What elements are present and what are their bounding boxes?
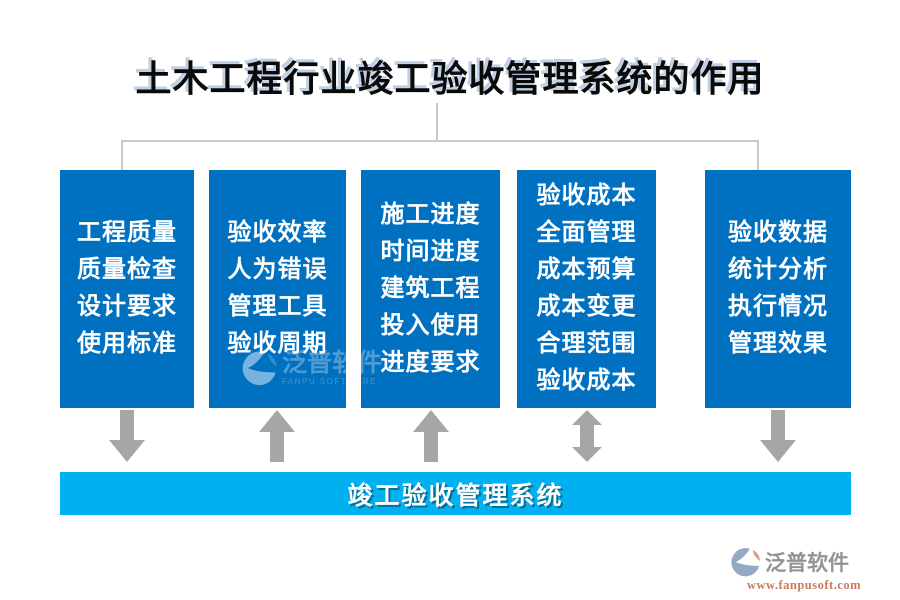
page-title: 土木工程行业竣工验收管理系统的作用 <box>135 59 765 99</box>
arrow-box5-to-bar <box>760 410 796 462</box>
benefit-box-efficiency: 验收效率 人为错误 管理工具 验收周期 <box>209 170 346 408</box>
footer-website-text: www.fanpusoft.com <box>746 578 862 592</box>
benefit-box-cost: 验收成本 全面管理 成本预算 成本变更 合理范围 验收成本 <box>517 170 656 408</box>
system-bar: 竣工验收管理系统 <box>60 472 851 515</box>
connector-drop-left <box>121 140 123 171</box>
benefit-box-schedule: 施工进度 时间进度 建筑工程 投入使用 进度要求 <box>361 170 500 408</box>
footer-logo: 泛普软件 www.fanpusoft.com <box>730 546 878 593</box>
benefit-box-data: 验收数据 统计分析 执行情况 管理效果 <box>705 170 851 408</box>
arrow-box3-to-bar <box>413 410 449 462</box>
arrow-box4-to-bar <box>572 410 602 462</box>
benefit-box-quality: 工程质量 质量检查 设计要求 使用标准 <box>60 170 194 408</box>
fanpu-logo-icon <box>731 548 761 577</box>
footer-brand-text: 泛普软件 <box>765 552 849 575</box>
connector-title-stub <box>436 103 438 141</box>
arrow-box1-to-bar <box>109 410 145 462</box>
arrow-box2-to-bar <box>259 410 295 462</box>
connector-drop-right <box>757 140 759 171</box>
connector-horizontal <box>121 140 759 142</box>
